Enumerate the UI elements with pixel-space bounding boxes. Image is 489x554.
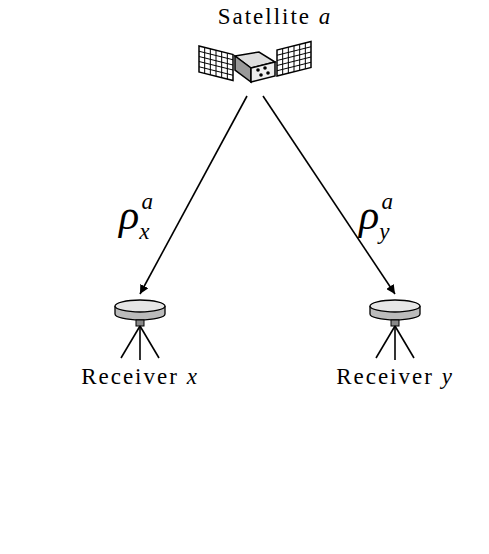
range-label: ρya: [359, 194, 389, 236]
signal-path: [140, 96, 247, 294]
satellite-name: Satellite a: [218, 4, 333, 30]
range-label: ρxa: [119, 194, 149, 236]
receiver-name: Receiver x: [81, 364, 199, 390]
satellite-icon: [195, 32, 315, 94]
receiver-node: Receiver y: [336, 296, 454, 390]
satellite-node: Satellite a: [218, 4, 333, 94]
receiver-icon: [109, 296, 171, 362]
signal-path: [263, 96, 395, 294]
receiver-name: Receiver y: [336, 364, 454, 390]
receiver-node: Receiver x: [81, 296, 199, 390]
receiver-icon: [364, 296, 426, 362]
